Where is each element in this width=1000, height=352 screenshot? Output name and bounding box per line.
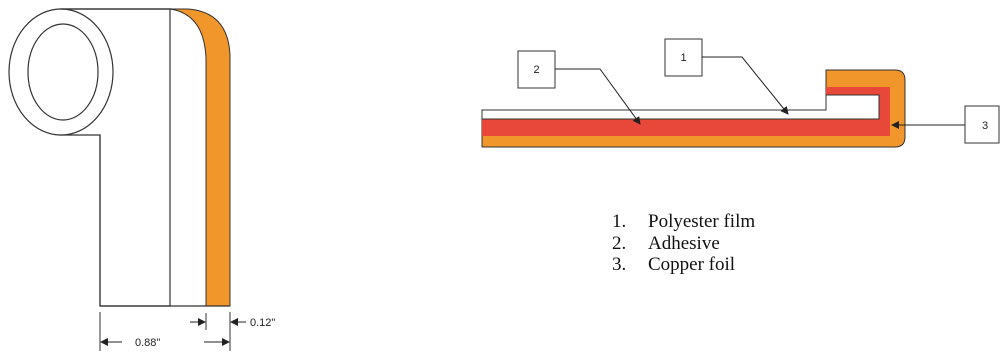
legend-label: Adhesive [648,232,720,254]
legend-label: Copper foil [648,254,736,275]
callout-box-1 [664,38,703,77]
dimension-lines: 0.12" 0.88" [99,312,275,351]
callout-3: 3 [891,105,1000,144]
callout-2: 2 [517,50,641,125]
foil-width-label: 0.12" [250,317,275,329]
roll-core [27,23,99,121]
legend-item: 1. Polyester film [612,211,755,233]
callout-box-3 [964,105,1000,144]
legend-list: 1. Polyester film 2. Adhesive 3. Copper … [612,211,755,276]
legend-label: Polyester film [648,211,756,232]
legend-number: 2. [612,232,627,254]
polyester-film-layer [481,94,880,120]
callout-number-3: 3 [982,120,988,132]
legend-number: 1. [612,211,627,232]
callout-1: 1 [664,38,789,115]
tape-roll [8,8,231,307]
copper-edge-strip [169,8,231,307]
adhesive-layer [482,87,890,136]
legend-item: 2. Adhesive [612,233,755,255]
callout-number-1: 1 [680,52,686,64]
legend-item: 3. Copper foil [612,254,755,276]
tape-width-label: 0.88" [135,337,160,349]
legend-number: 3. [612,254,627,275]
callout-number-2: 2 [533,64,539,76]
cross-section [481,69,906,148]
